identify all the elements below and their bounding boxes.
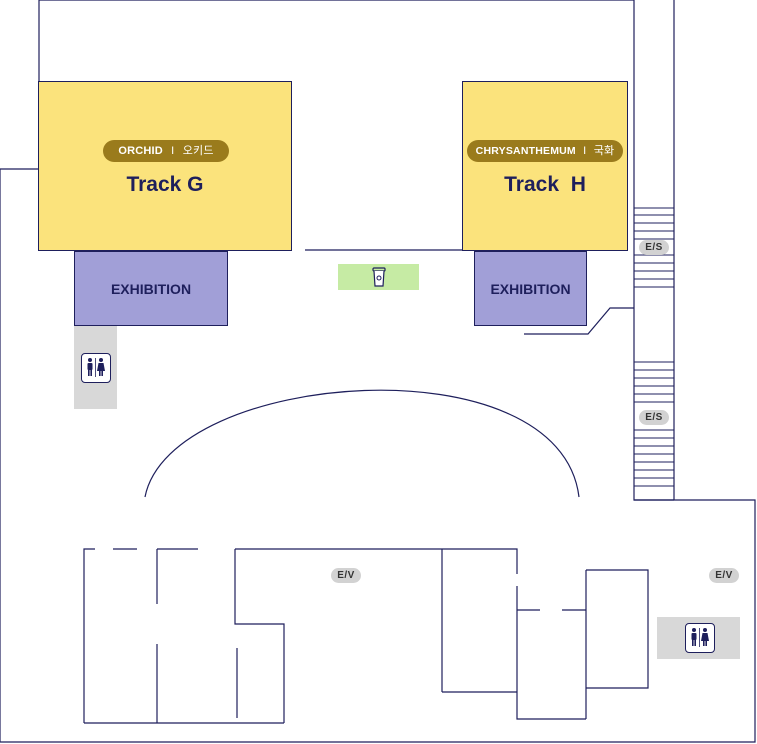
restroom-icon [81, 353, 111, 383]
hall-orchid-name-en: ORCHID [118, 145, 163, 157]
hall-chrysanthemum-track: Track H [504, 173, 586, 196]
restroom-figures-icon [691, 628, 709, 647]
hall-chrysanthemum-pill: CHRYSANTHEMUM I 국화 [467, 140, 623, 162]
hall-chrysanthemum-name-ko: 국화 [593, 145, 615, 157]
restroom-icon [685, 623, 715, 653]
exhibition-left[interactable]: EXHIBITION [74, 251, 228, 326]
hall-orchid-pill: ORCHID I 오키드 [103, 140, 229, 162]
hall-orchid[interactable] [38, 81, 292, 251]
exhibition-left-label: EXHIBITION [110, 280, 192, 297]
hall-orchid-name-ko: 오키드 [182, 145, 214, 157]
exhibition-right[interactable]: EXHIBITION [474, 251, 587, 326]
escalator-label-lower[interactable]: E/S [639, 410, 669, 425]
exhibition-right-label: EXHIBITION [490, 280, 571, 297]
separator: I [583, 145, 587, 157]
elevator-label-right[interactable]: E/V [709, 568, 739, 583]
hall-orchid-track: Track G [126, 173, 204, 196]
separator: I [171, 145, 175, 157]
elevator-label-center[interactable]: E/V [331, 568, 361, 583]
coffee-cup-icon [372, 267, 386, 287]
cafe-area[interactable] [338, 264, 419, 290]
hall-chrysanthemum[interactable] [462, 81, 628, 251]
restroom-figures-icon [87, 358, 105, 377]
hall-chrysanthemum-name-en: CHRYSANTHEMUM [475, 145, 576, 157]
escalator-label-upper[interactable]: E/S [639, 240, 669, 255]
